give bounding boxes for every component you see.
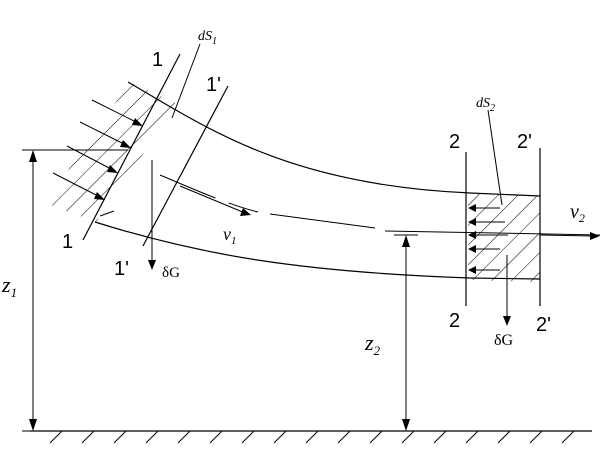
section-2p-top-label: 2' xyxy=(517,131,532,153)
section-2-bottom-label: 2 xyxy=(449,310,460,332)
leader-lines xyxy=(171,43,503,206)
section-1p-top-label: 1' xyxy=(206,74,221,96)
section-2p-bottom-label: 2' xyxy=(536,314,551,336)
dG-right-label: δG xyxy=(494,332,514,349)
section-1p-bottom-label: 1' xyxy=(114,258,129,280)
labels: 1 1 1' 1' 2 2 2' 2' dS1 dS2 v1 v2 z1 z2 … xyxy=(1,29,585,358)
left-fluid-element xyxy=(45,82,178,222)
v1-label: v1 xyxy=(223,224,237,247)
z2-label: z2 xyxy=(364,330,381,358)
weight-arrows xyxy=(148,160,511,326)
velocity-arrows xyxy=(179,185,600,240)
dG-left-label: δG xyxy=(162,265,180,281)
right-pressure-arrows xyxy=(468,204,508,274)
section-1-top-label: 1 xyxy=(152,49,163,71)
ds1-label: dS1 xyxy=(198,29,217,47)
v2-arrow xyxy=(539,234,593,237)
v2-label: v2 xyxy=(570,201,585,225)
section-lines xyxy=(82,53,541,306)
ground xyxy=(30,430,592,444)
left-pressure-arrows xyxy=(52,99,143,217)
section-1-bottom-label: 1 xyxy=(62,231,73,253)
streamtube-centerline xyxy=(159,174,259,213)
v1-arrow xyxy=(179,185,246,214)
streamtube-lower-wall xyxy=(94,221,541,280)
section-2-top-label: 2 xyxy=(449,131,460,153)
section-1p-line xyxy=(142,85,229,247)
elevation-dimensions xyxy=(22,149,418,432)
ds2-label: dS2 xyxy=(476,96,495,114)
z1-label: z1 xyxy=(1,272,17,300)
section-1-line xyxy=(82,53,181,241)
